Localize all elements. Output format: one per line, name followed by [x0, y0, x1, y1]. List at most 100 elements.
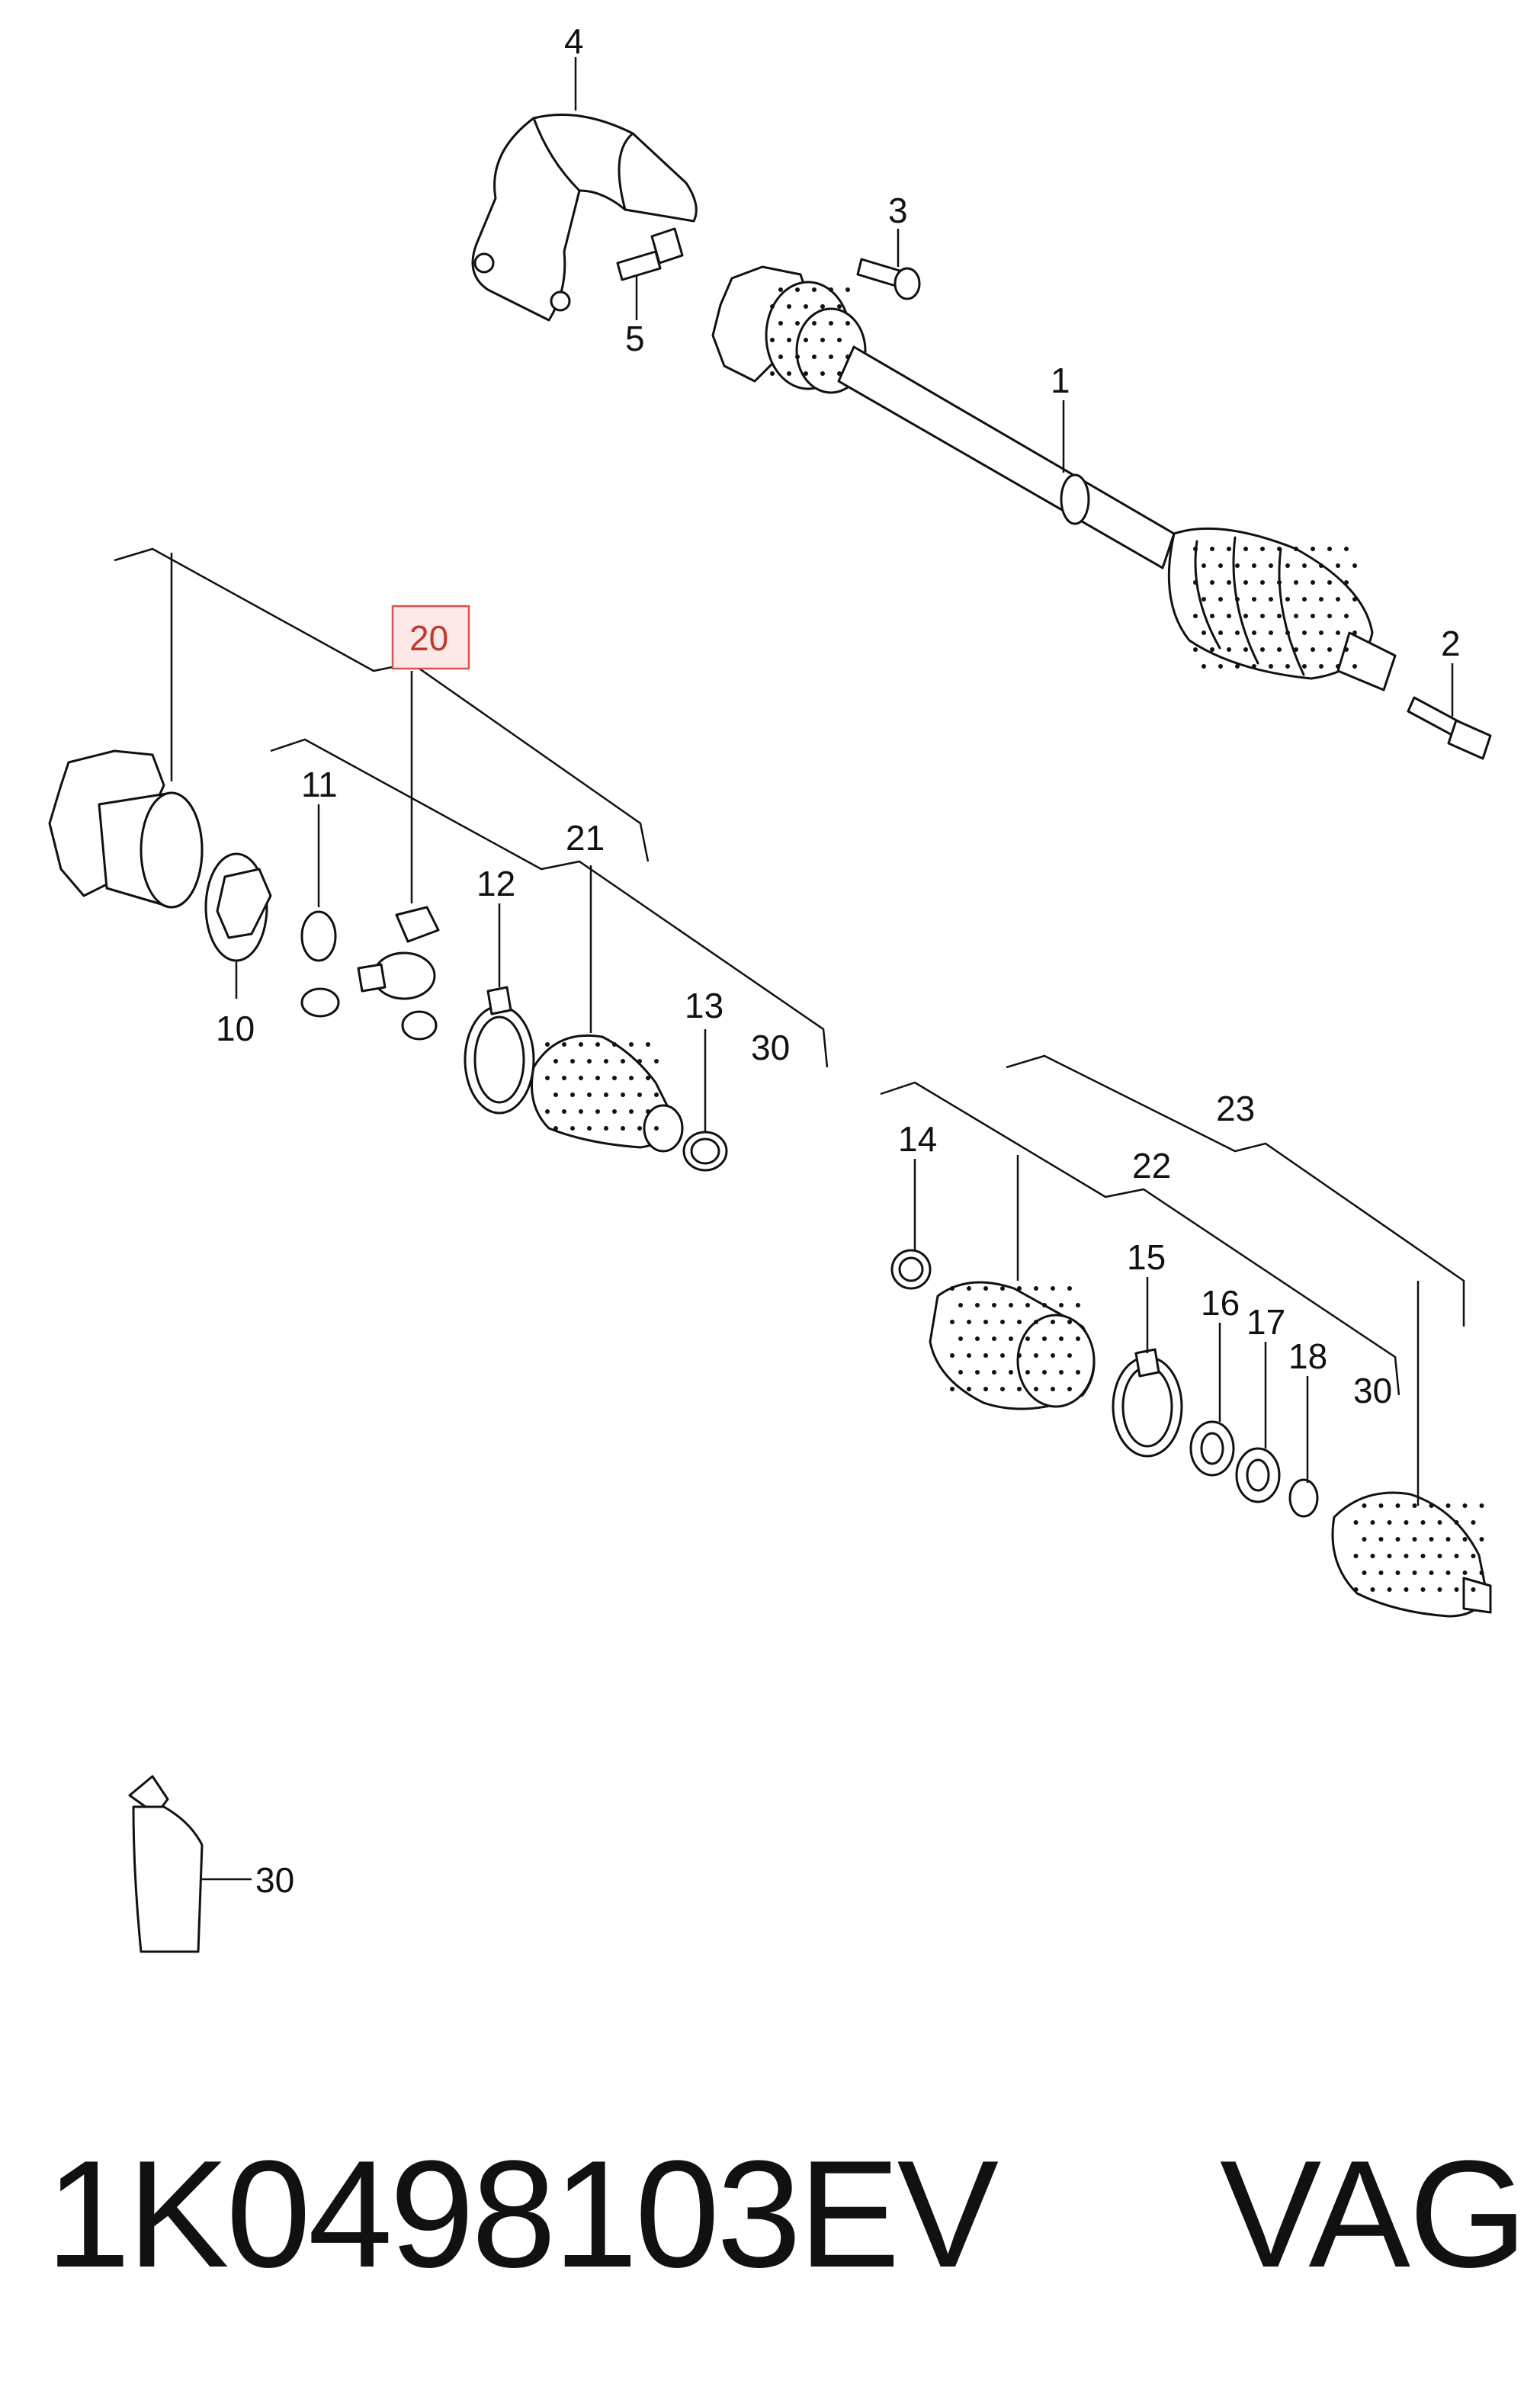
stipple-dot — [612, 1109, 617, 1114]
stipple-dot — [1370, 1587, 1375, 1592]
stipple-dot — [958, 1303, 963, 1307]
stipple-dot — [1327, 647, 1332, 652]
stipple-dot — [1404, 1520, 1409, 1525]
callout-4: 4 — [564, 21, 584, 61]
stipple-dot — [1000, 1286, 1005, 1291]
stipple-dot — [1034, 1320, 1038, 1324]
stipple-dot — [967, 1353, 971, 1358]
stipple-dot — [1370, 1554, 1375, 1558]
stipple-dot — [1319, 630, 1323, 635]
stipple-dot — [1235, 664, 1240, 669]
callout-14: 14 — [898, 1119, 937, 1159]
stipple-dot — [553, 1092, 558, 1097]
stipple-dot — [992, 1336, 996, 1341]
stipple-dot — [595, 1109, 600, 1114]
callout-22: 22 — [1132, 1146, 1171, 1185]
stipple-dot — [1352, 630, 1357, 635]
stipple-dot — [570, 1092, 575, 1097]
stipple-dot — [1051, 1320, 1055, 1324]
callout-30-left: 30 — [751, 1028, 790, 1067]
stipple-dot — [1294, 580, 1298, 585]
stipple-dot — [1437, 1520, 1442, 1525]
stipple-dot — [1277, 547, 1282, 551]
stipple-dot — [629, 1076, 634, 1080]
stipple-dot — [804, 338, 808, 342]
stipple-dot — [1327, 580, 1332, 585]
stipple-dot — [1218, 664, 1223, 669]
stipple-dot — [1193, 547, 1198, 551]
stipple-dot — [812, 355, 817, 359]
stipple-dot — [1269, 664, 1273, 669]
callout-21: 21 — [566, 818, 605, 858]
stipple-dot — [1302, 597, 1307, 602]
stipple-dot — [1302, 630, 1307, 635]
stipple-dot — [1235, 630, 1240, 635]
stipple-dot — [1352, 563, 1357, 568]
stipple-dot — [1227, 580, 1231, 585]
grease-tube-part-30 — [128, 1775, 204, 1953]
stipple-dot — [570, 1126, 575, 1131]
stipple-dot — [654, 1092, 659, 1097]
stipple-dot — [820, 304, 825, 309]
stipple-dot — [1336, 664, 1340, 669]
stipple-dot — [553, 1126, 558, 1131]
callout-17: 17 — [1246, 1302, 1285, 1342]
stipple-dot — [992, 1303, 996, 1307]
stipple-dot — [612, 1076, 617, 1080]
stipple-dot — [1042, 1336, 1047, 1341]
stipple-dot — [812, 321, 817, 326]
stipple-dot — [1042, 1370, 1047, 1375]
stipple-dot — [1017, 1387, 1022, 1391]
stipple-dot — [1277, 614, 1282, 618]
stipple-dot — [1412, 1503, 1417, 1508]
stipple-dot — [967, 1320, 971, 1324]
stipple-dot — [1479, 1503, 1484, 1508]
callout-12: 12 — [476, 864, 515, 903]
stipple-dot — [1285, 597, 1290, 602]
stipple-dot — [1362, 1537, 1367, 1542]
stipple-dot — [595, 1076, 600, 1080]
bolt-part-2 — [1407, 696, 1492, 760]
drive-shaft-part — [711, 265, 1397, 691]
callout-3: 3 — [888, 191, 908, 230]
stipple-dot — [1378, 1537, 1384, 1542]
stipple-dot — [1227, 547, 1231, 551]
stipple-dot — [820, 371, 825, 376]
stipple-dot — [1193, 647, 1198, 652]
stipple-dot — [570, 1059, 575, 1064]
stipple-dot — [837, 371, 842, 376]
stipple-dot — [1327, 547, 1332, 551]
callout-30-tube: 30 — [255, 1860, 294, 1900]
heat-shield-part — [471, 114, 698, 322]
stipple-dot — [1378, 1503, 1384, 1508]
outer-boot-part-22 — [929, 1281, 1096, 1410]
stipple-dot — [1051, 1387, 1055, 1391]
stipple-dot — [604, 1059, 608, 1064]
stipple-dot — [845, 287, 850, 292]
stipple-dot — [1353, 1520, 1359, 1525]
stipple-dot — [1260, 580, 1265, 585]
stipple-dot — [1051, 1286, 1055, 1291]
circlip-part-18 — [1288, 1478, 1319, 1518]
stipple-dot — [1193, 580, 1198, 585]
stipple-dot — [1395, 1537, 1400, 1542]
stipple-dot — [1210, 614, 1214, 618]
stipple-dot — [621, 1092, 625, 1097]
stipple-dot — [1454, 1587, 1459, 1592]
stipple-dot — [1076, 1336, 1080, 1341]
stipple-dot — [1311, 614, 1315, 618]
stipple-dot — [1462, 1537, 1468, 1542]
stipple-dot — [1319, 563, 1323, 568]
stipple-dot — [1202, 664, 1206, 669]
stipple-dot — [1437, 1554, 1442, 1558]
stipple-dot — [1059, 1303, 1064, 1307]
stipple-dot — [1420, 1554, 1426, 1558]
stipple-dot — [604, 1092, 608, 1097]
stipple-dot — [975, 1370, 980, 1375]
stipple-dot — [992, 1370, 996, 1375]
stipple-dot — [1362, 1503, 1367, 1508]
washer-part-17 — [1235, 1447, 1281, 1503]
stipple-dot — [1353, 1587, 1359, 1592]
stipple-dot — [975, 1336, 980, 1341]
stipple-dot — [1000, 1353, 1005, 1358]
